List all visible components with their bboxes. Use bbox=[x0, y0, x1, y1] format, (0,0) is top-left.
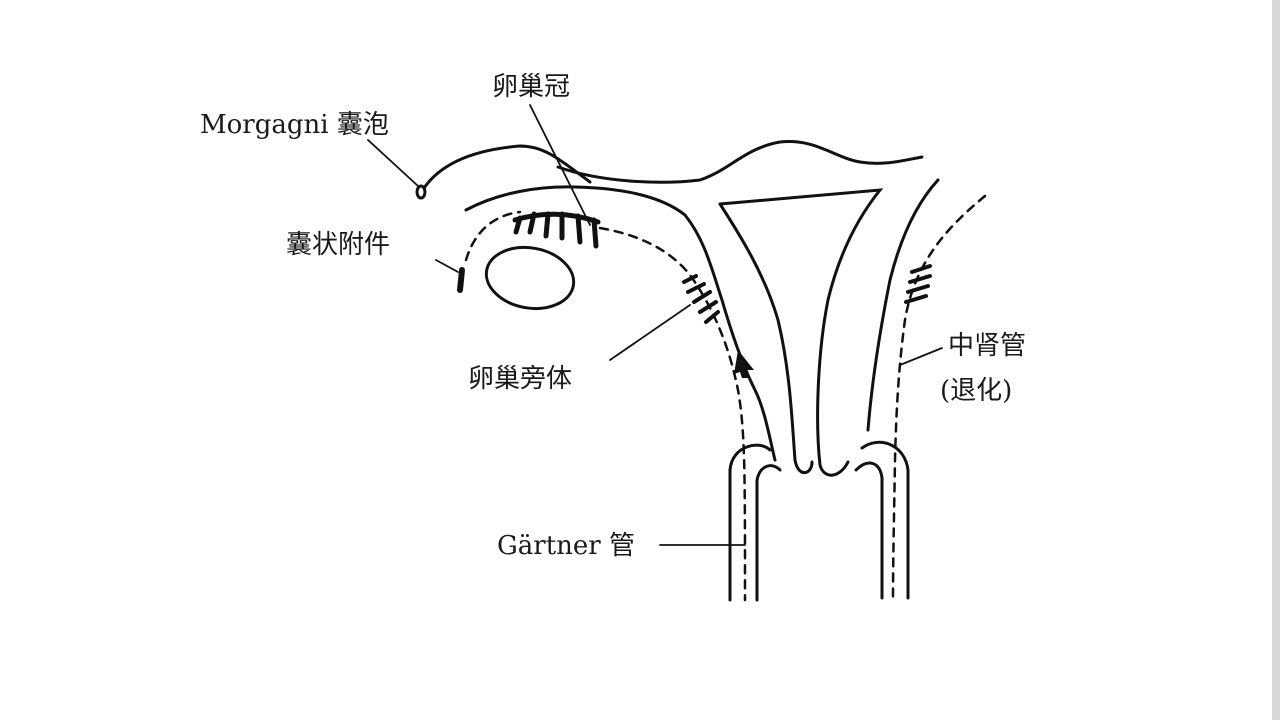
paroophoron-tubules bbox=[682, 274, 720, 324]
leader-lines bbox=[367, 104, 943, 546]
epoophoron-tubules bbox=[512, 211, 601, 249]
uterine-cavity bbox=[718, 188, 884, 477]
arrow-icon bbox=[734, 350, 754, 378]
label-morgagni-vesicle: Morgagni 囊泡 bbox=[200, 110, 389, 140]
uterus-fundus-line bbox=[556, 139, 924, 184]
label-gartner-duct: Gärtner 管 bbox=[497, 531, 635, 561]
label-degenerated: (退化) bbox=[940, 376, 1013, 406]
tube-upper-line bbox=[422, 144, 592, 190]
morgagni-vesicle bbox=[415, 184, 427, 200]
label-epoophoron: 卵巢冠 bbox=[492, 72, 571, 102]
label-mesonephric-duct: 中肾管 bbox=[948, 331, 1027, 361]
vagina-left-wall bbox=[728, 443, 782, 602]
image-edge bbox=[1272, 0, 1280, 720]
ovary bbox=[484, 245, 576, 311]
label-paroophoron: 卵巢旁体 bbox=[468, 364, 573, 394]
mesonephric-duct-right bbox=[891, 194, 987, 602]
right-tubules bbox=[904, 264, 932, 304]
appendix-vesicularis bbox=[457, 267, 465, 293]
label-appendix-vesicularis: 囊状附件 bbox=[286, 230, 391, 260]
uterus-right-wall bbox=[866, 178, 940, 432]
tube-lower-line bbox=[464, 185, 777, 462]
gartner-duct-left bbox=[464, 210, 747, 602]
vagina-right-wall bbox=[854, 440, 910, 600]
